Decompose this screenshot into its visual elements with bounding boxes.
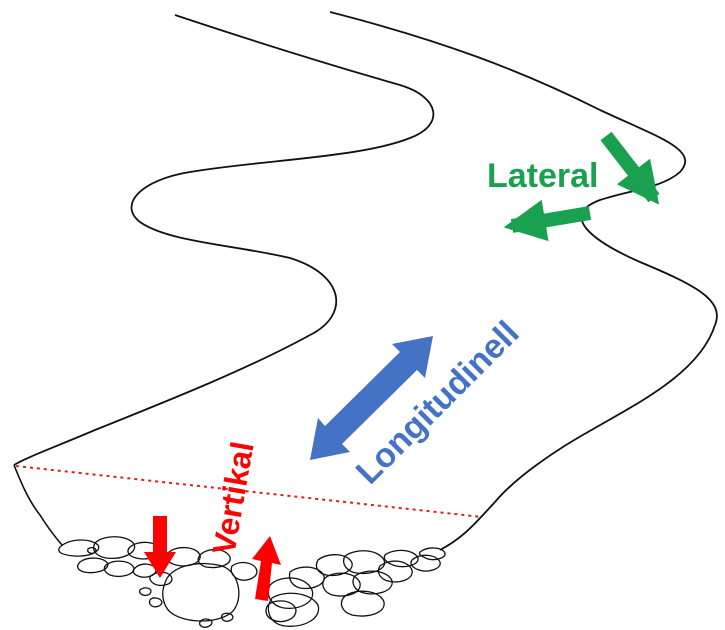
river-bed-edge — [13, 464, 63, 546]
vertical-arrow-up — [252, 536, 281, 601]
lateral-arrows — [503, 131, 660, 242]
river-bed-stones — [58, 536, 446, 628]
vertical-arrows — [144, 516, 281, 601]
lateral-arrow-down-right — [600, 131, 660, 205]
longitudinal-double-arrow — [310, 336, 433, 460]
vertical-arrow-down — [144, 516, 176, 578]
lateral-arrow-left — [503, 199, 592, 242]
label-lateral: Lateral — [487, 157, 599, 195]
water-level-line — [15, 465, 483, 518]
river-right-bank — [329, 11, 718, 551]
label-vertical: Vertikal — [205, 439, 260, 557]
river-left-bank — [13, 14, 435, 466]
